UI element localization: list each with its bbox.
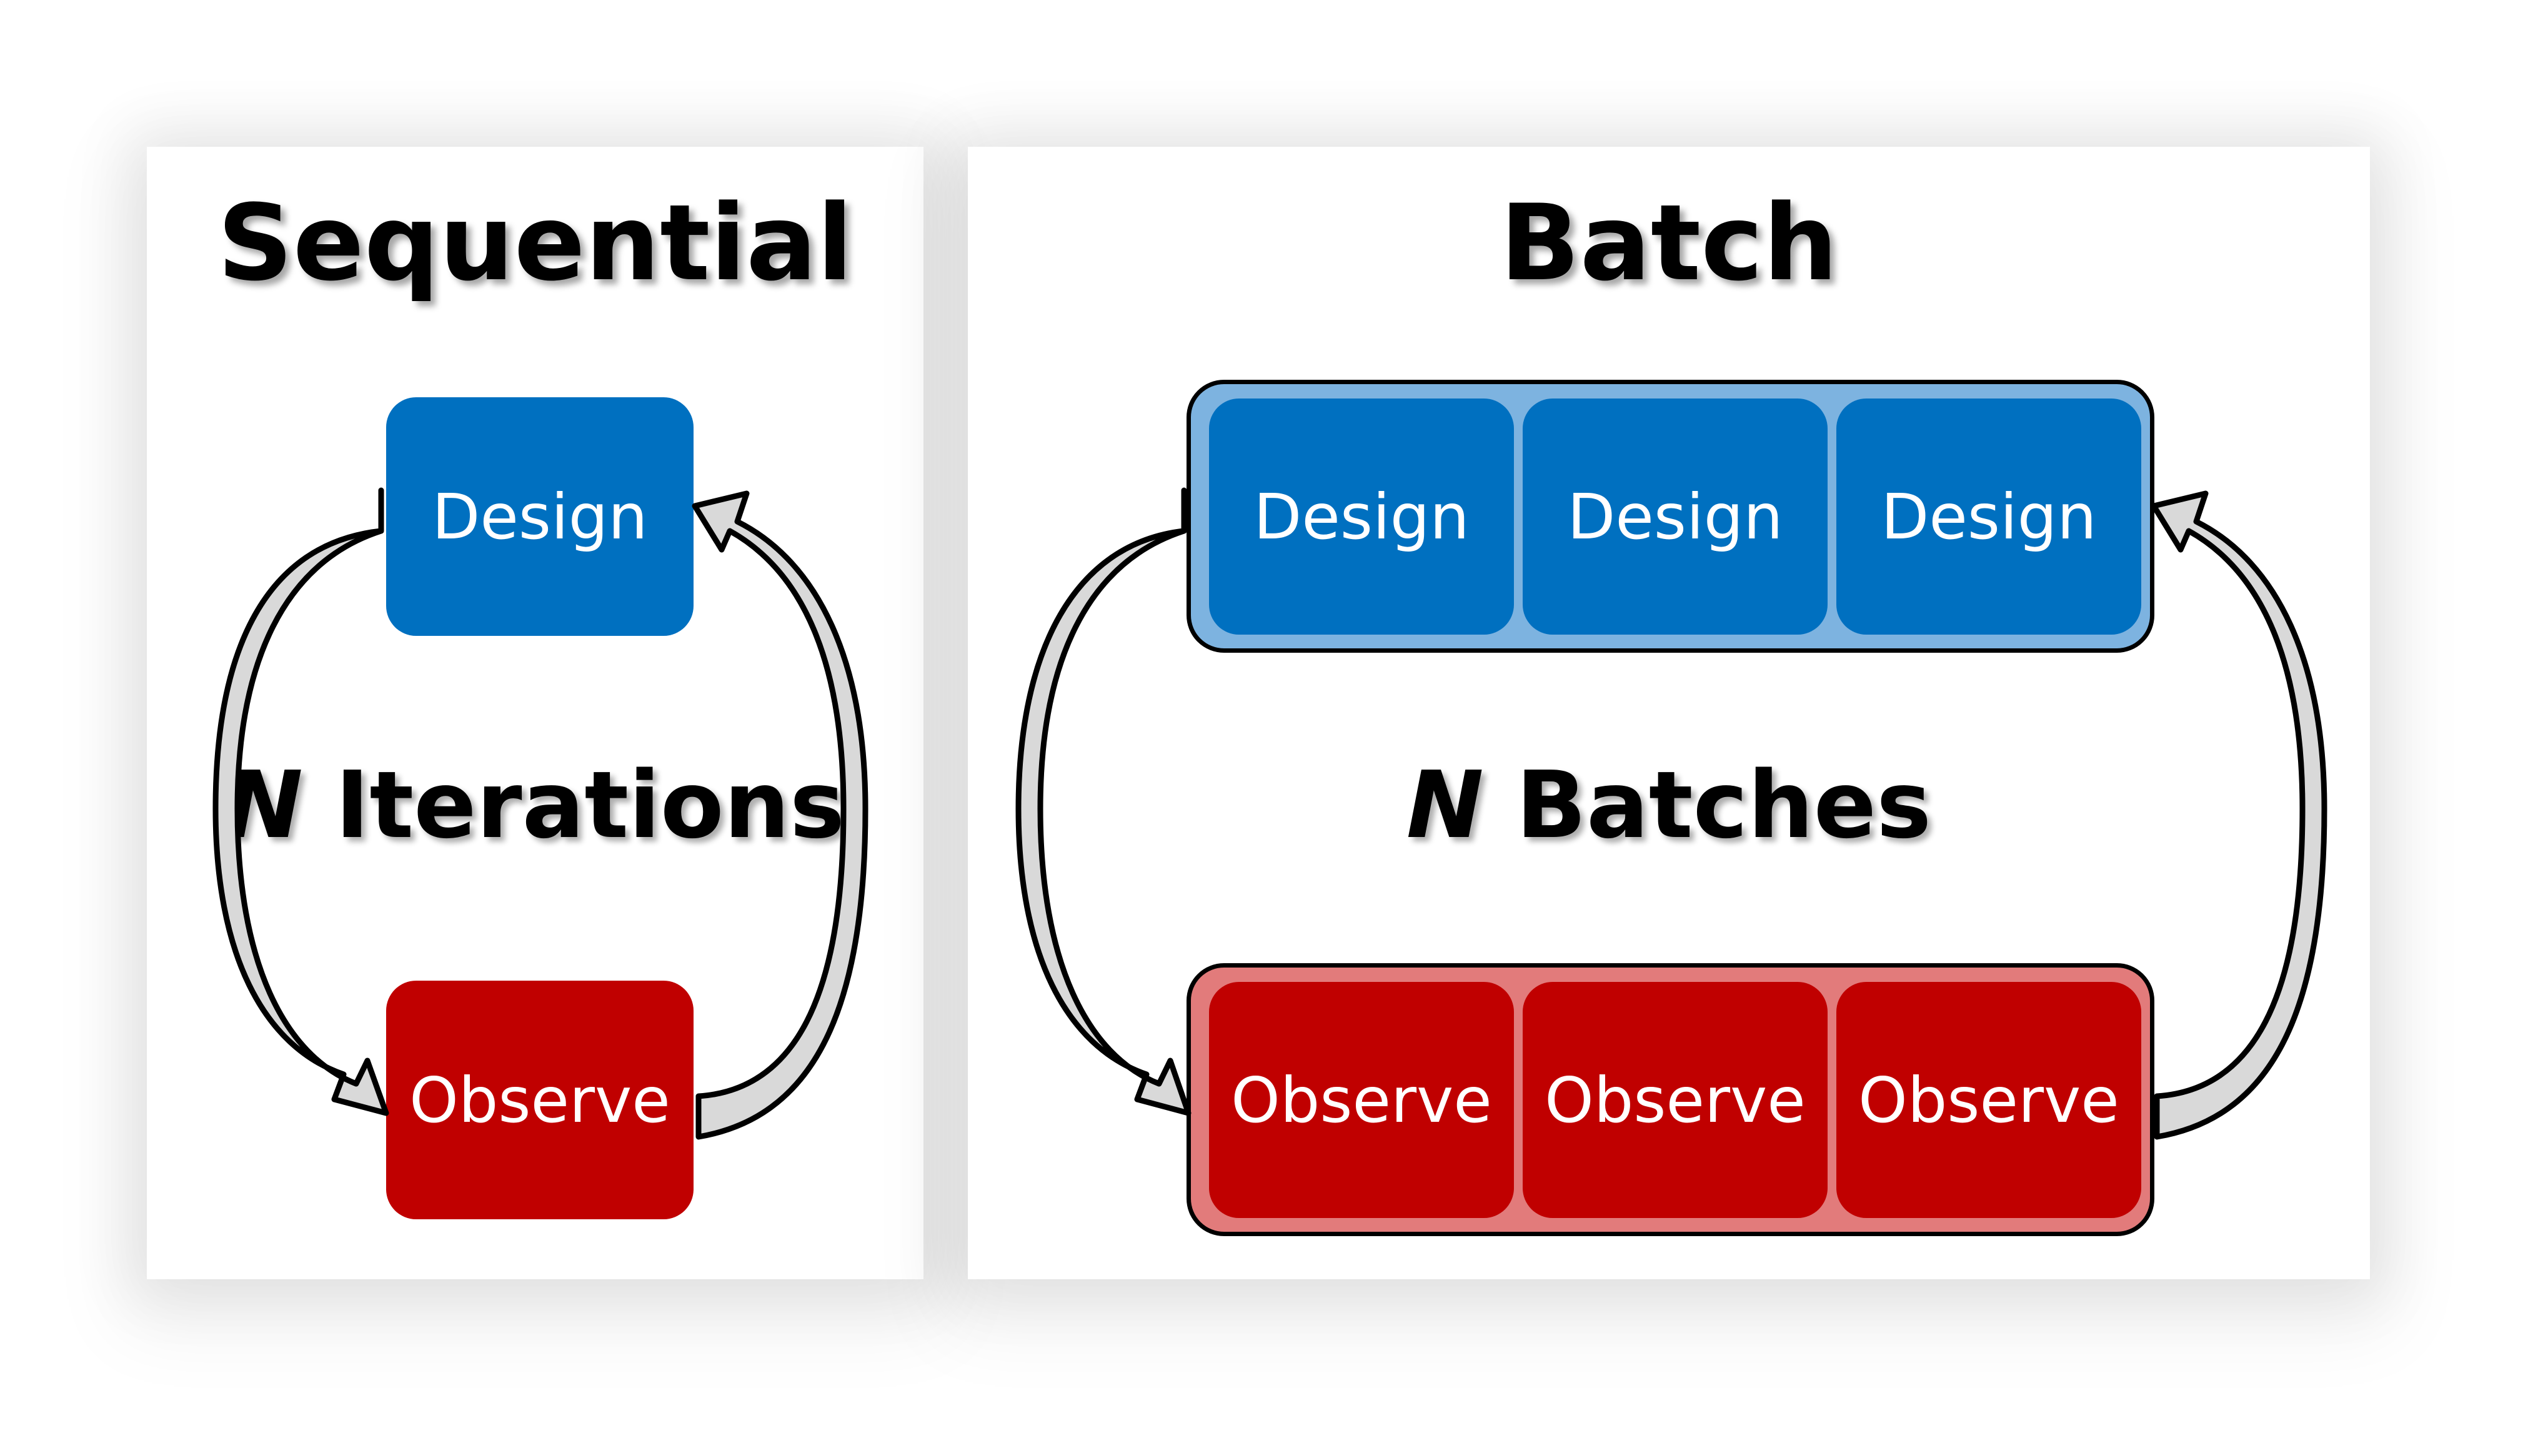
batch-loop-label: N Batches bbox=[968, 759, 2370, 851]
batch-title: Batch bbox=[1500, 182, 1838, 304]
batch-design-box-3: Design bbox=[1836, 399, 2141, 635]
batch-loop-text: Batches bbox=[1483, 751, 1932, 859]
batch-observe-box-3: Observe bbox=[1836, 982, 2141, 1218]
sequential-loop-n: N bbox=[225, 751, 303, 859]
sequential-observe-box: Observe bbox=[386, 981, 694, 1219]
sequential-loop-label: N Iterations bbox=[147, 759, 923, 851]
batch-loop-n: N bbox=[1406, 751, 1484, 859]
batch-observe-box-1: Observe bbox=[1209, 982, 1514, 1218]
batch-design-box-2: Design bbox=[1523, 399, 1828, 635]
sequential-loop-text: Iterations bbox=[302, 751, 845, 859]
sequential-design-box: Design bbox=[386, 397, 694, 636]
batch-design-box-1: Design bbox=[1209, 399, 1514, 635]
sequential-title: Sequential bbox=[217, 182, 853, 304]
batch-observe-box-2: Observe bbox=[1523, 982, 1828, 1218]
